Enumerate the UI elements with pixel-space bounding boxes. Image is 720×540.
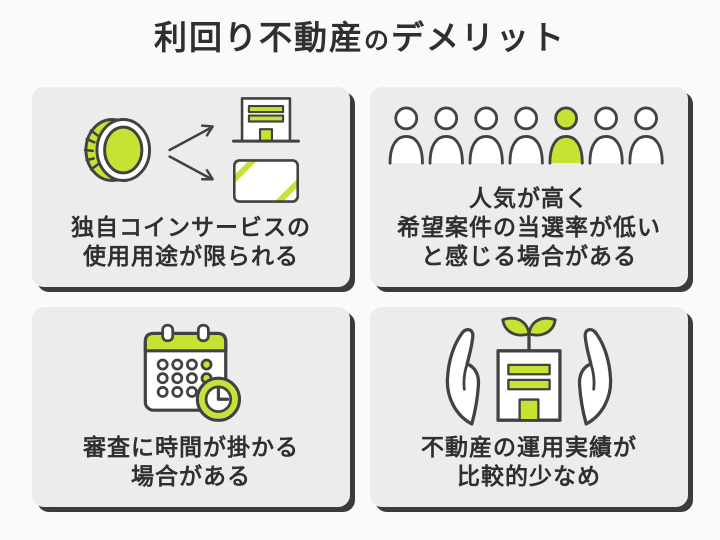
card-icon (233, 158, 299, 203)
building-in-hands-illustration (378, 307, 680, 433)
card-coin-usage-limited: 独自コインサービスの 使用用途が限られる (32, 87, 350, 287)
card-screening-takes-time: 審査に時間が掛かる 場合がある (32, 307, 350, 507)
people-row-icon (388, 106, 664, 165)
card-text-line: 使用用途が限られる (83, 243, 299, 269)
person-icon (508, 106, 544, 165)
building-in-hands-icon (445, 316, 613, 426)
binder-ring (196, 323, 210, 343)
page-title-particle: の (363, 27, 391, 55)
card-text-line: 独自コインサービスの (71, 214, 311, 240)
people-row-illustration (378, 87, 680, 184)
person-icon (388, 106, 424, 165)
shop-icon (232, 96, 300, 143)
card-text-line: 不動産の運用実績が (421, 434, 637, 460)
card-few-operation-results: 不動産の運用実績が 比較的少なめ (370, 307, 688, 507)
card-text: 審査に時間が掛かる 場合がある (83, 433, 299, 507)
card-text-line: と感じる場合がある (421, 243, 637, 269)
binder-ring (161, 323, 175, 343)
card-grid: 独自コインサービスの 使用用途が限られる (32, 87, 688, 507)
card-text-line: 希望案件の当選率が低い (397, 214, 661, 240)
person-icon (468, 106, 504, 165)
person-icon (428, 106, 464, 165)
card-text: 人気が高く 希望案件の当選率が低い と感じる場合がある (397, 184, 661, 287)
page-title-part2: デメリット (391, 19, 566, 56)
card-text-line: 審査に時間が掛かる (83, 434, 299, 460)
coin-usage-targets (230, 95, 302, 206)
coin-to-targets-illustration (40, 87, 342, 213)
building-icon (496, 348, 562, 422)
card-text-line: 場合がある (131, 463, 251, 489)
page-title-part1: 利回り不動産 (153, 19, 364, 56)
left-hand-icon (445, 327, 481, 426)
card-text-line: 人気が高く (469, 185, 589, 211)
coin-icon (83, 117, 152, 183)
person-icon (628, 106, 664, 165)
calendar-clock-illustration (40, 307, 342, 433)
card-text: 独自コインサービスの 使用用途が限られる (71, 213, 311, 287)
person-icon-highlighted (548, 106, 584, 165)
person-icon (588, 106, 624, 165)
calendar-clock-icon (143, 323, 242, 422)
right-hand-icon (577, 327, 613, 426)
clock-icon (195, 376, 242, 422)
sprout-icon (501, 316, 557, 352)
card-text: 不動産の運用実績が 比較的少なめ (421, 433, 637, 507)
card-text-line: 比較的少なめ (457, 463, 601, 489)
arrows-icon (168, 124, 214, 181)
page-title: 利回り不動産のデメリット (0, 0, 720, 63)
card-high-popularity-low-win-rate: 人気が高く 希望案件の当選率が低い と感じる場合がある (370, 87, 688, 287)
